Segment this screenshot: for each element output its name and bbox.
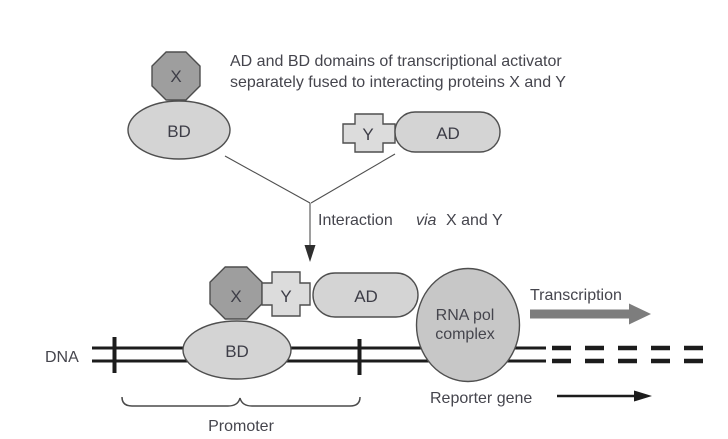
rna-pol-label-line1: RNA pol: [436, 307, 495, 324]
heading-line1: AD and BD domains of transcriptional act…: [230, 53, 562, 70]
protein-y-label-top: Y: [362, 125, 373, 144]
heading-line2: separately fused to interacting proteins…: [230, 74, 566, 91]
interaction-suffix: X and Y: [446, 212, 503, 229]
interaction-caption: Interaction via X and Y: [318, 212, 503, 229]
protein-x-octagon-bottom: [209, 266, 263, 320]
protein-y-cross-top: [342, 113, 396, 153]
protein-x-label-top: X: [170, 67, 181, 86]
promoter-label: Promoter: [208, 418, 274, 435]
ad-domain-capsule-top: [394, 111, 501, 153]
bd-domain-label-bottom: BD: [225, 342, 249, 361]
ad-domain-label-bottom: AD: [354, 287, 378, 306]
protein-x-octagon-top: [151, 51, 201, 101]
converge-line-left: [224, 155, 311, 204]
reporter-gene-arrow-head-icon: [634, 390, 652, 402]
transcription-arrow-shaft-icon: [530, 309, 630, 319]
rna-pol-complex-circle: [415, 267, 521, 383]
transcription-label: Transcription: [530, 287, 622, 304]
bd-domain-ellipse-bottom: [182, 320, 292, 380]
transcription-arrow-head-icon: [629, 303, 651, 325]
promoter-brace-icon: [121, 396, 361, 407]
bd-domain-ellipse-top: [127, 100, 231, 160]
dna-label: DNA: [45, 349, 79, 366]
converge-line-right: [310, 153, 396, 204]
protein-y-label-bottom: Y: [280, 287, 291, 306]
protein-y-cross-bottom: [261, 271, 311, 317]
reporter-gene-label: Reporter gene: [430, 390, 532, 407]
interaction-arrow-head-icon: [304, 245, 316, 262]
ad-domain-capsule-bottom: [312, 272, 419, 318]
rna-pol-label-line2: complex: [435, 326, 495, 343]
bd-domain-label-top: BD: [167, 122, 191, 141]
interaction-via: via: [416, 212, 437, 229]
protein-x-label-bottom: X: [230, 287, 241, 306]
interaction-prefix: Interaction: [318, 212, 393, 229]
ad-domain-label-top: AD: [436, 124, 460, 143]
